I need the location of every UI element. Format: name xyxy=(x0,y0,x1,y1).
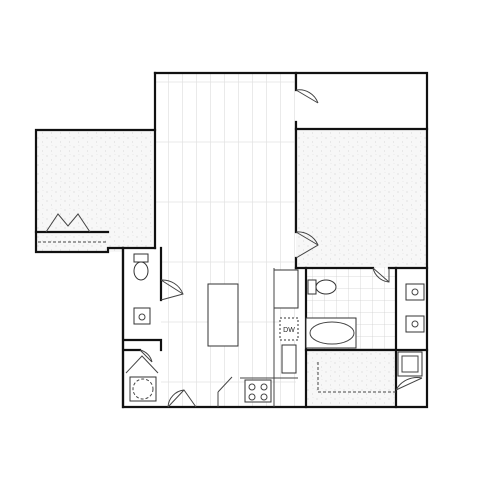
kitchen-counters: DW xyxy=(240,268,299,407)
half-bath-fixtures xyxy=(133,253,151,325)
dishwasher-label: DW xyxy=(283,327,295,334)
door-pantry xyxy=(217,376,233,407)
burner xyxy=(260,383,268,391)
toilet-bowl xyxy=(315,279,337,295)
kitchen-island xyxy=(207,283,239,347)
washer-drum xyxy=(132,378,154,400)
living-room-wood-floor xyxy=(155,73,296,407)
sink-basin xyxy=(138,313,146,321)
bathtub xyxy=(305,317,357,349)
washer-dryer xyxy=(129,376,157,402)
closet-carpet xyxy=(306,350,396,407)
refrigerator xyxy=(273,269,299,309)
bathroom-fixtures xyxy=(305,279,425,377)
stove xyxy=(244,379,272,403)
toilet-bowl xyxy=(133,261,149,281)
closet-shelving xyxy=(317,362,396,393)
walls xyxy=(34,71,429,409)
bathtub-basin xyxy=(309,321,355,345)
sink-basin xyxy=(411,288,419,296)
vanity-sink-1 xyxy=(405,283,425,301)
dishwasher xyxy=(279,317,299,341)
kitchen-sink xyxy=(281,344,297,374)
door-bathroom xyxy=(372,267,390,283)
laundry-fixtures xyxy=(125,355,159,402)
burner xyxy=(248,393,256,401)
vanity-sink-2 xyxy=(405,315,425,333)
sink-basin xyxy=(411,320,419,328)
toilet-tank xyxy=(307,279,317,295)
laundry-door xyxy=(401,355,419,373)
burner xyxy=(248,383,256,391)
doors xyxy=(139,89,423,408)
burner xyxy=(260,393,268,401)
door-closet xyxy=(395,377,423,391)
door-laundry xyxy=(139,349,153,363)
door-top-right xyxy=(295,89,319,104)
bifold-closet-doors xyxy=(38,213,106,243)
bedroom-right-carpet xyxy=(296,129,427,268)
door-entry xyxy=(167,389,197,408)
door-half-bath xyxy=(160,279,184,301)
door-bedroom-right xyxy=(295,231,319,259)
sink xyxy=(133,307,151,325)
toilet-tank xyxy=(133,253,149,263)
bedroom-left-carpet xyxy=(36,130,155,252)
